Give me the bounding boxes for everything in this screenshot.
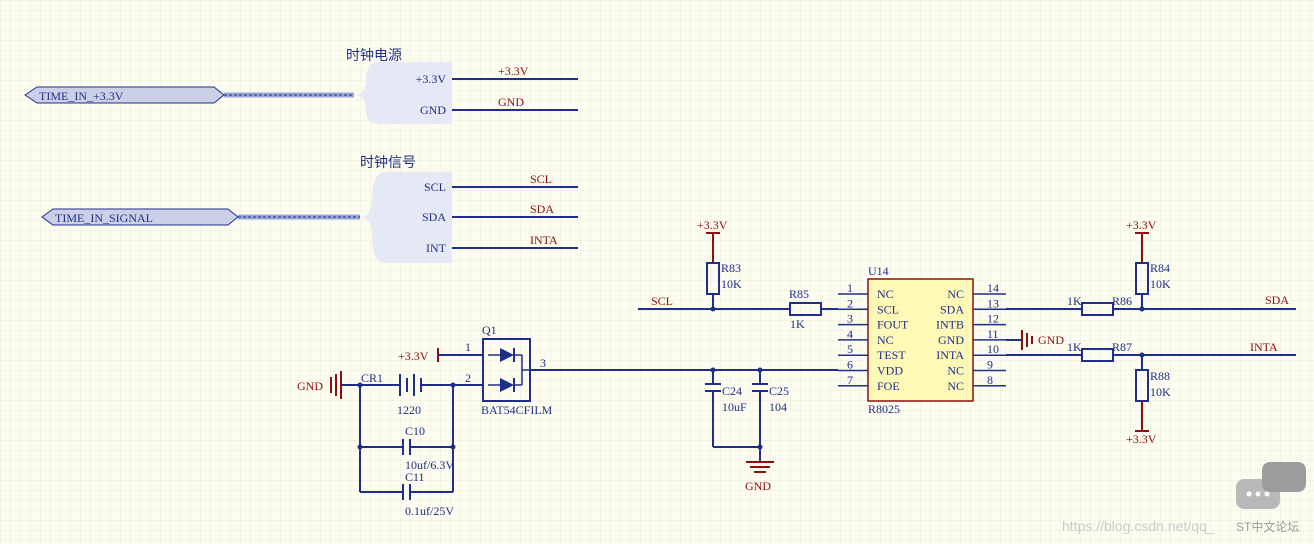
r87-value: 1K [1067,340,1082,354]
diode-q1: +3.3V 1 2 Q1 BAT54CFILM 3 [398,323,838,417]
battery-network: GND CR1 1220 C10 10uf/6.3V C11 0.1uf/25V [297,371,483,518]
net-label-scl-left: SCL [651,294,673,308]
r88-ref: R88 [1150,369,1170,383]
u14-pin-right-name: NC [947,379,964,393]
u14-pin-left-name: SCL [877,302,899,316]
q1-pin1: 1 [465,340,471,354]
u14-pin-left-num: 7 [847,373,853,387]
u14-pin-left-name: FOUT [877,318,909,332]
r87-ref: R87 [1112,340,1132,354]
net-label-power-vcc: +3.3V [498,64,529,78]
r86-value: 1K [1067,294,1082,308]
r88-value: 10K [1150,385,1171,399]
r85-ref: R85 [789,287,809,301]
cr1-ref: CR1 [361,371,383,385]
decoupling-caps: C24 10uF C25 104 GND [705,367,789,493]
harness-connector-power [354,62,452,124]
u14-pin-left-name: FOE [877,379,900,393]
u14-pin-left-num: 6 [847,358,853,372]
harness-signal-pin-int: INT [426,241,447,255]
harness-signal-pin-sda: SDA [422,210,446,224]
net-label-sda-right: SDA [1265,293,1289,307]
c10-ref: C10 [405,424,425,438]
u14-pin-right-num: 12 [987,312,999,326]
gnd-label-caps: GND [745,479,771,493]
u14-pin-right-num: 13 [987,296,999,310]
net-label-inta-right: INTA [1250,340,1278,354]
q1-pin3: 3 [540,356,546,370]
r86-ref: R86 [1112,294,1132,308]
net-label-power-gnd: GND [498,95,524,109]
c10-value: 10uf/6.3V [405,458,454,472]
u14-pin-right-num: 10 [987,342,999,356]
harness-signal: TIME_IN_SIGNAL 时钟信号 SCL SDA INT SCL SDA … [41,154,578,263]
r83-ref: R83 [721,261,741,275]
harness-power: TIME_IN_+3.3V 时钟电源 +3.3V GND +3.3V GND [24,47,578,124]
u14-pin-left-num: 5 [847,342,853,356]
vcc-label-r83: +3.3V [697,218,728,232]
u14-pin-left-num: 1 [847,281,853,295]
u14-pin-right-name: INTB [936,318,964,332]
r85-value: 1K [790,317,805,331]
watermark-url: https://blog.csdn.net/qq_ [1062,518,1215,534]
vcc-label-r84: +3.3V [1126,218,1157,232]
r84-value: 10K [1150,277,1171,291]
harness-connector-signal [360,172,452,263]
resistor-r85[interactable] [789,302,822,316]
u14-pin-left-name: NC [877,333,894,347]
r84-ref: R84 [1150,261,1170,275]
q1-ref: Q1 [482,323,497,337]
c24-ref: C24 [722,384,742,398]
u14-pin-right-num: 14 [987,281,999,295]
u14-pin-right-num: 11 [987,327,999,341]
net-label-signal-inta: INTA [530,233,558,247]
harness-port-power-label: TIME_IN_+3.3V [39,89,124,103]
vcc-label-q1: +3.3V [398,349,429,363]
u14-ref: U14 [868,264,889,278]
c25-ref: C25 [769,384,789,398]
u14-pin-left-num: 4 [847,327,853,341]
net-label-signal-sda: SDA [530,202,554,216]
right-pullup-network: GND 1K R86 SDA +3.3V R84 10K 1K R87 INTA… [1006,218,1296,446]
u14-value: R8025 [868,402,900,416]
u14-pin-left-num: 2 [847,296,853,310]
watermark-forum: ST中文论坛 [1236,519,1299,534]
gnd-label-u14: GND [1038,333,1064,347]
u14-pin-right-name: GND [938,333,964,347]
u14-pin-left-name: NC [877,287,894,301]
vcc-label-r88: +3.3V [1126,432,1157,446]
u14-pin-right-name: SDA [940,302,964,316]
harness-power-pin-gnd: GND [420,103,446,117]
q1-pin2: 2 [465,371,471,385]
net-label-signal-scl: SCL [530,172,552,186]
u14-pin-right-name: NC [947,287,964,301]
c11-ref: C11 [405,470,425,484]
harness-signal-pin-scl: SCL [424,180,446,194]
u14-pin-right-num: 9 [987,358,993,372]
c24-value: 10uF [722,400,747,414]
cr1-value: 1220 [397,403,421,417]
harness-power-title: 时钟电源 [346,47,402,64]
harness-power-pin-vcc: +3.3V [416,72,447,86]
watermark: https://blog.csdn.net/qq_ ST中文论坛 [1062,462,1306,534]
u14-pin-right-name: INTA [936,348,964,362]
q1-value: BAT54CFILM [481,403,553,417]
scl-pullup-network: SCL R85 1K +3.3V R83 10K [638,218,838,331]
u14-pin-right-num: 8 [987,373,993,387]
c25-value: 104 [769,400,787,414]
gnd-label-battery: GND [297,379,323,393]
u14-pin-right-name: NC [947,364,964,378]
u14-pin-left-name: VDD [877,364,903,378]
r83-value: 10K [721,277,742,291]
c11-value: 0.1uf/25V [405,504,454,518]
junction-scl [710,306,716,312]
u14-pin-left-num: 3 [847,312,853,326]
harness-port-signal-label: TIME_IN_SIGNAL [55,211,153,225]
harness-signal-title: 时钟信号 [360,154,416,171]
u14-pin-left-name: TEST [877,348,906,362]
